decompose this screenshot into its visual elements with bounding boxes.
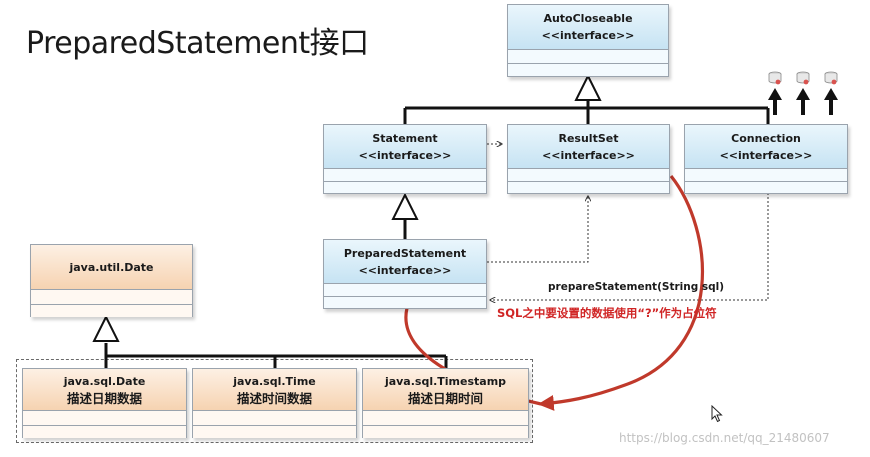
statement-interface-box: Statement <<interface>> [323, 124, 487, 194]
box-name: AutoCloseable [543, 12, 633, 25]
box-stereotype: <<interface>> [358, 263, 452, 277]
box-description: 描述日期时间 [407, 390, 483, 406]
autocloseable-interface-box: AutoCloseable <<interface>> [507, 4, 669, 77]
inherit-triangle-util-date [92, 314, 120, 342]
connection-interface-box: Connection <<interface>> [684, 124, 848, 194]
page-title: PreparedStatement接口 [26, 26, 369, 61]
box-description: 描述日期数据 [66, 390, 142, 406]
inherit-triangle-statement [391, 192, 419, 220]
box-name: PreparedStatement [343, 246, 467, 260]
up-arrows [768, 88, 838, 115]
database-icon [824, 71, 838, 85]
sql-timestamp-class-box: java.sql.Timestamp 描述日期时间 [362, 368, 529, 438]
box-name: java.sql.Date [63, 374, 146, 388]
placeholder-note: SQL之中要设置的数据使用“?”作为占位符 [497, 306, 717, 320]
box-name: java.sql.Time [233, 374, 316, 388]
box-name: java.util.Date [69, 260, 154, 274]
box-description: 描述时间数据 [236, 390, 312, 406]
box-name: Statement [372, 131, 438, 145]
box-stereotype: <<interface>> [542, 148, 635, 162]
preparedstatement-interface-box: PreparedStatement <<interface>> [323, 239, 487, 309]
box-name: Connection [731, 131, 801, 145]
sql-date-class-box: java.sql.Date 描述日期数据 [22, 368, 187, 438]
curve-resultset-to-sql-classes [537, 175, 705, 411]
box-stereotype: <<interface>> [541, 29, 635, 42]
watermark: https://blog.csdn.net/qq_21480607 [619, 431, 830, 445]
box-name: ResultSet [558, 131, 619, 145]
mouse-cursor-icon [711, 405, 723, 423]
box-stereotype: <<interface>> [358, 148, 452, 162]
preparestatement-method-label: prepareStatement(String sql) [548, 281, 725, 293]
resultset-interface-box: ResultSet <<interface>> [507, 124, 670, 194]
box-stereotype: <<interface>> [719, 148, 813, 162]
sql-time-class-box: java.sql.Time 描述时间数据 [192, 368, 357, 438]
box-name: java.sql.Timestamp [384, 374, 507, 388]
util-date-class-box: java.util.Date [30, 244, 193, 317]
dep-connection-prepared [490, 193, 769, 300]
dep-prepared-resultset [487, 196, 588, 263]
inherit-autocloseable [403, 101, 770, 124]
inherit-util-date [104, 343, 448, 368]
database-icon [768, 71, 782, 85]
database-icon [796, 71, 810, 85]
inherit-triangle-autocloseable [574, 73, 602, 101]
